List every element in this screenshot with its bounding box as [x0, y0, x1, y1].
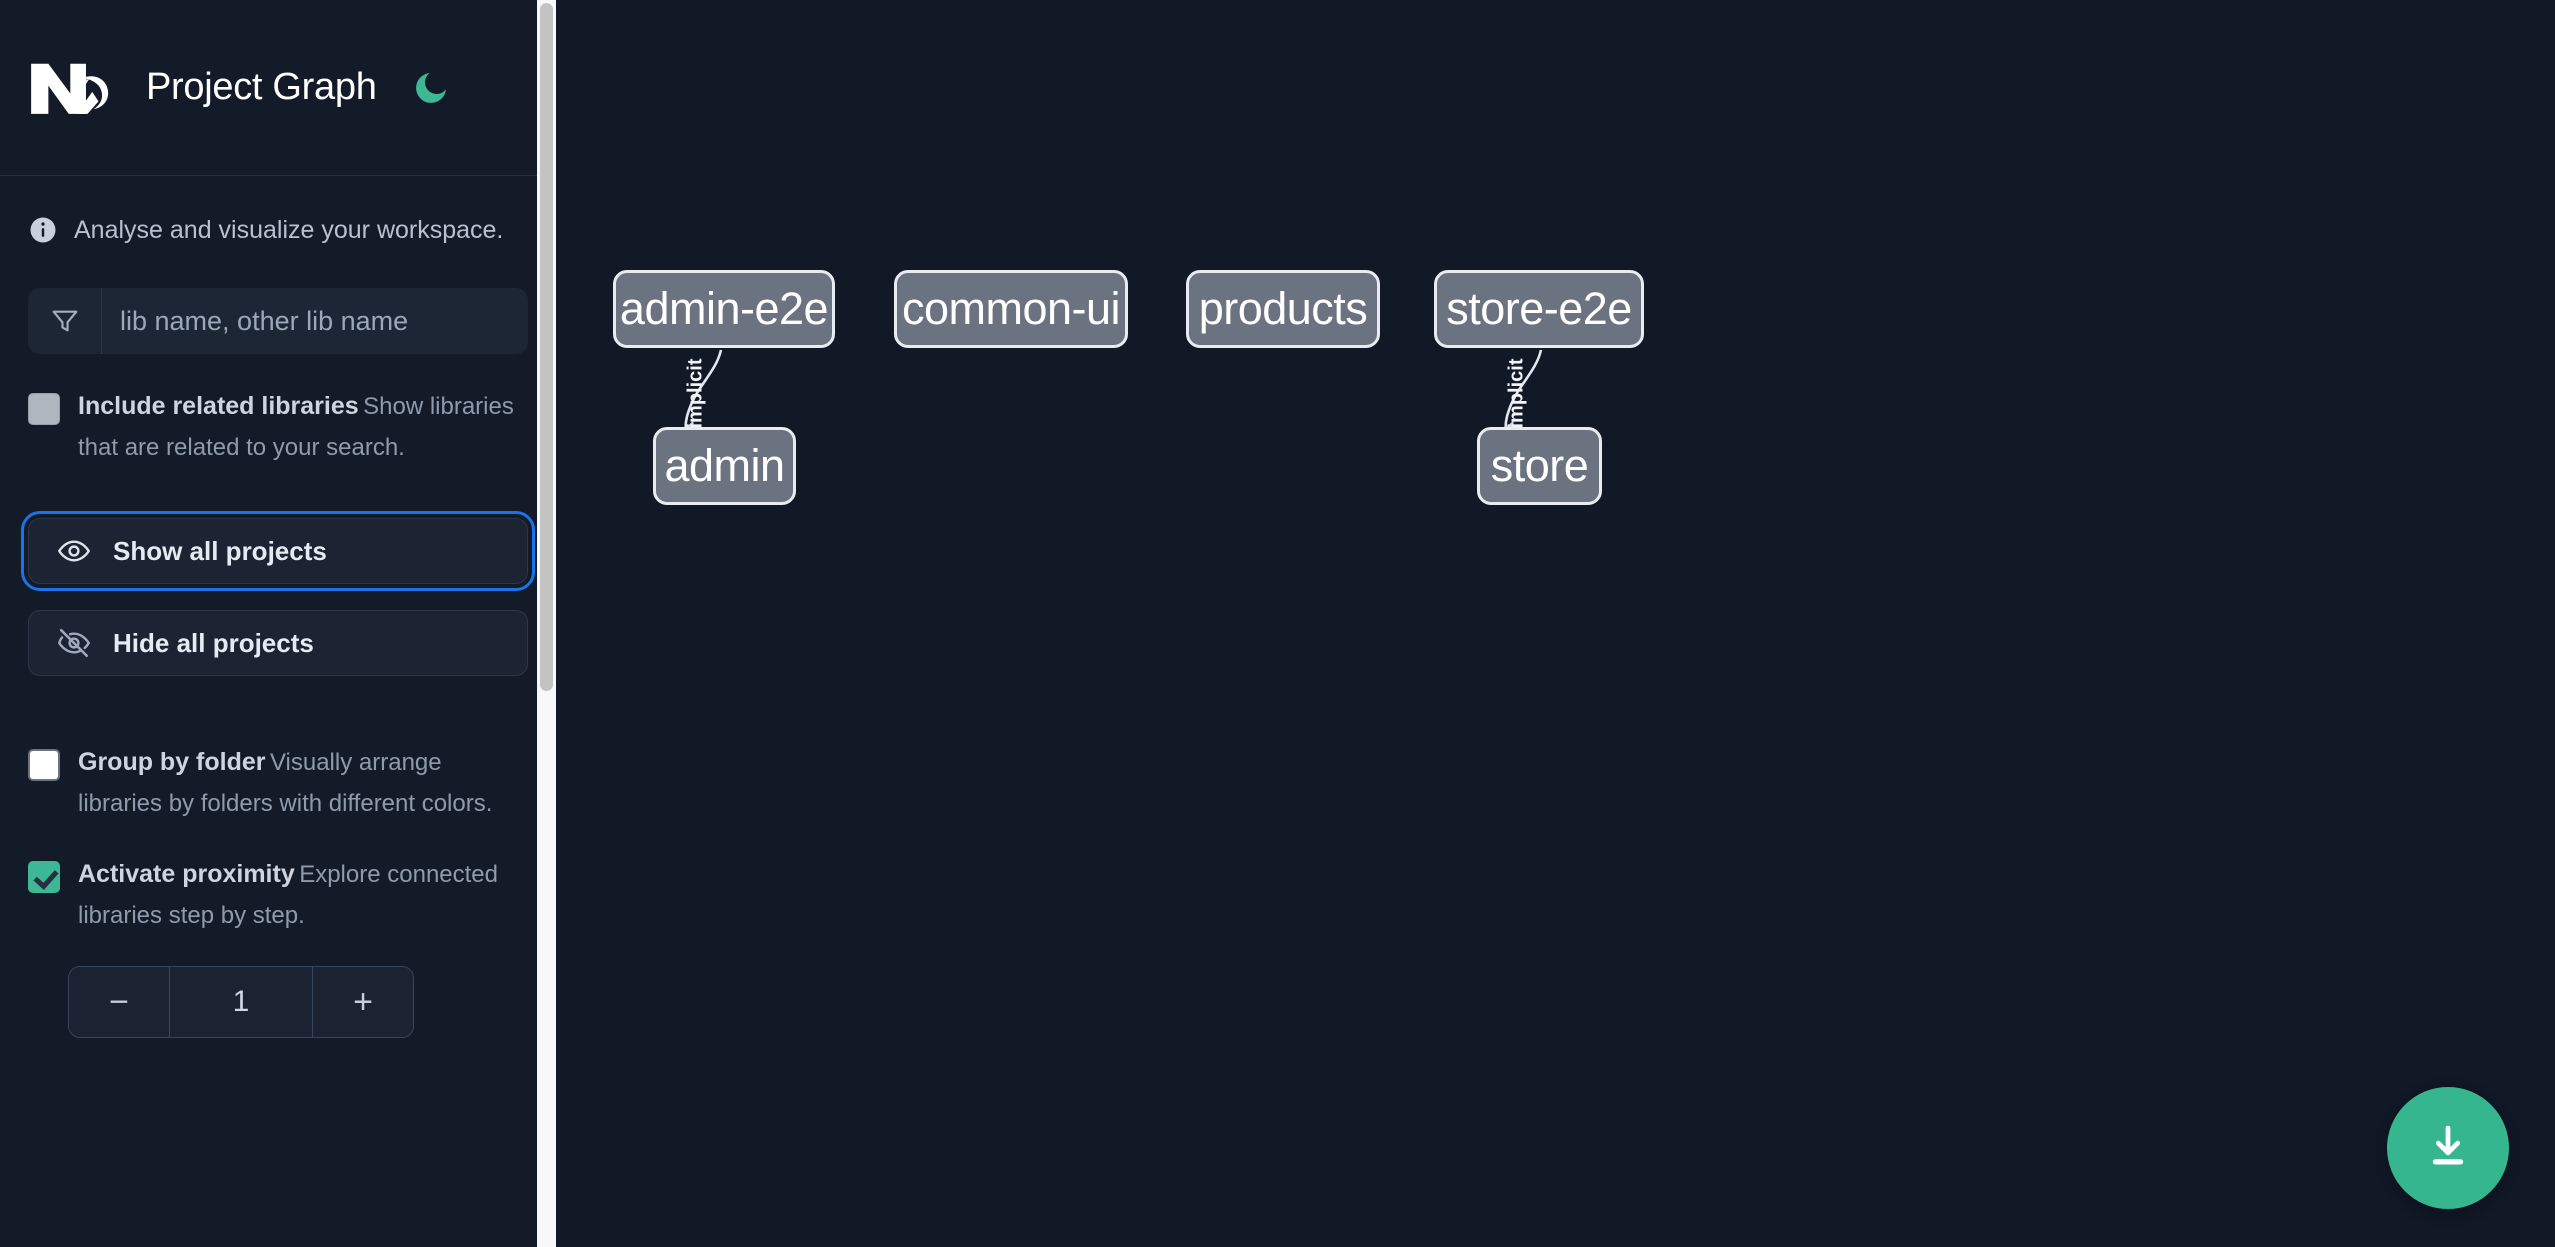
hide-all-projects-button[interactable]: Hide all projects — [28, 610, 528, 676]
include-related-libraries-checkbox[interactable] — [28, 393, 60, 425]
workspace-blurb: Analyse and visualize your workspace. — [0, 176, 556, 282]
hide-all-projects-label: Hide all projects — [113, 627, 314, 658]
option-include-related-libraries[interactable]: Include related libraries Show libraries… — [0, 354, 556, 468]
graph-edges — [678, 349, 1543, 441]
show-all-projects-label: Show all projects — [113, 535, 327, 566]
info-icon — [28, 215, 58, 245]
edge-label-store-e2e-store: implicit — [1505, 358, 1528, 429]
search-input[interactable] — [102, 288, 528, 354]
show-all-projects-button[interactable]: Show all projects — [21, 511, 535, 591]
graph-node-common-ui[interactable]: common-ui — [894, 270, 1128, 348]
graph-node-store-e2e[interactable]: store-e2e — [1434, 270, 1644, 348]
app-header: Project Graph — [0, 0, 556, 176]
graph-node-admin[interactable]: admin — [653, 427, 796, 505]
group-by-folder-checkbox[interactable] — [28, 749, 60, 781]
graph-node-products[interactable]: products — [1186, 270, 1380, 348]
proximity-stepper: − 1 + — [68, 966, 414, 1038]
moon-icon[interactable] — [409, 66, 453, 110]
group-by-folder-description: Visually arrange libraries by folders wi… — [78, 749, 493, 817]
sidebar-scrollbar[interactable] — [537, 0, 556, 1247]
download-graph-button[interactable] — [2387, 1087, 2509, 1209]
activate-proximity-checkbox[interactable] — [28, 861, 60, 893]
graph-node-admin-e2e[interactable]: admin-e2e — [613, 270, 835, 348]
show-all-projects-wrap: Show all projects — [0, 511, 556, 591]
include-related-libraries-description: Show libraries that are related to your … — [78, 393, 514, 461]
option-activate-proximity[interactable]: Activate proximity Explore connected lib… — [0, 824, 556, 936]
nx-logo-icon — [28, 57, 122, 119]
eye-off-icon — [55, 624, 93, 662]
eye-icon — [55, 532, 93, 570]
download-icon — [2421, 1120, 2475, 1177]
group-by-folder-label: Group by folder — [78, 748, 266, 776]
hide-all-projects-wrap: Hide all projects — [0, 610, 556, 676]
project-graph-canvas[interactable]: implicit implicit admin-e2e common-ui pr… — [556, 0, 2555, 1247]
edge-label-admin-e2e-admin: implicit — [684, 358, 707, 429]
search-section — [0, 288, 556, 354]
option-group-by-folder[interactable]: Group by folder Visually arrange librari… — [0, 710, 556, 824]
graph-node-store[interactable]: store — [1477, 427, 1602, 505]
proximity-increment-button[interactable]: + — [313, 967, 413, 1037]
sidebar: Project Graph Analyse and visualize yo — [0, 0, 556, 1247]
proximity-value: 1 — [169, 967, 313, 1037]
activate-proximity-label: Activate proximity — [78, 860, 295, 888]
sidebar-scrollbar-thumb[interactable] — [540, 3, 553, 691]
filter-funnel-icon — [28, 288, 102, 354]
activate-proximity-description: Explore connected libraries step by step… — [78, 861, 498, 929]
page-title: Project Graph — [146, 66, 377, 108]
search-row — [28, 288, 528, 354]
sidebar-content: Project Graph Analyse and visualize yo — [0, 0, 556, 1038]
proximity-decrement-button[interactable]: − — [69, 967, 169, 1037]
workspace-blurb-text: Analyse and visualize your workspace. — [74, 215, 504, 244]
include-related-libraries-label: Include related libraries — [78, 392, 359, 420]
